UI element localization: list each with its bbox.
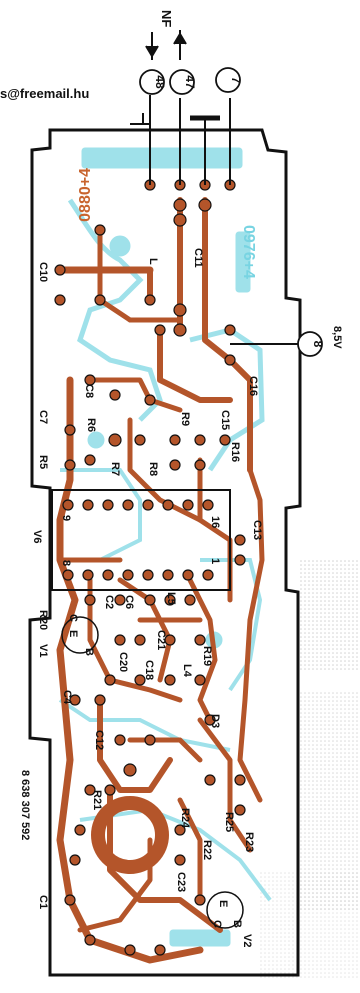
label-c11: C11 — [192, 248, 204, 268]
label-l5: L5 — [165, 592, 177, 605]
label-r16: R16 — [229, 442, 241, 462]
label-r8: R8 — [147, 462, 159, 476]
label-l: L — [147, 258, 159, 265]
transistor-v1-b: B — [83, 648, 95, 656]
label-r23: R23 — [243, 832, 255, 852]
transistor-v2-b: B — [231, 920, 243, 928]
label-c15: C15 — [219, 410, 231, 430]
wires — [130, 30, 298, 345]
label-r6: R6 — [85, 418, 97, 432]
connector-47 — [169, 69, 195, 95]
connector-8 — [297, 331, 323, 357]
label-r25: R25 — [223, 812, 235, 832]
silkscreen-layer — [58, 147, 272, 947]
label-c12: C12 — [93, 730, 105, 750]
label-c16: C16 — [247, 376, 259, 396]
connector-circles — [139, 67, 323, 357]
connector-8-label: 8 — [311, 341, 325, 348]
ic-pin-1: 1 — [209, 558, 221, 564]
email-fragment: s@freemail.hu — [0, 86, 89, 101]
ic-pin-16: 16 — [209, 516, 221, 528]
ic-pin-8: 8 — [60, 560, 72, 566]
connector-7 — [215, 67, 241, 93]
label-c6: C6 — [123, 595, 135, 609]
transistor-v1-c: C — [67, 614, 79, 622]
connector-47-label: 47 — [183, 75, 197, 89]
ic-v6-outline — [51, 489, 231, 591]
cyan-board-code: 0976+4 — [240, 225, 257, 279]
red-board-code: 0880+4 — [77, 168, 94, 222]
label-r20: R20 — [37, 610, 49, 630]
label-v6: V6 — [31, 530, 43, 543]
voltage-label: 8,5V — [331, 326, 343, 349]
label-d3: D3 — [209, 714, 221, 728]
component-labels: C10 L C11 C16 C8 C15 R9 R16 R6 C7 R5 R7 … — [31, 248, 263, 947]
label-r7: R7 — [109, 462, 121, 476]
label-c1: C1 — [37, 895, 49, 909]
label-c8: C8 — [83, 384, 95, 398]
transistor-v2-c: C — [211, 920, 223, 928]
label-c21: C21 — [155, 630, 167, 650]
connector-48 — [139, 69, 165, 95]
label-c13: C13 — [251, 520, 263, 540]
label-r5: R5 — [37, 455, 49, 469]
transistor-v1-e: E — [67, 630, 79, 637]
connector-7-label: 7 — [229, 77, 243, 84]
label-r21: R21 — [91, 790, 103, 810]
label-c4: C4 — [61, 690, 73, 705]
label-c10: C10 — [37, 262, 49, 282]
component-pads — [54, 179, 246, 956]
label-r22: R22 — [201, 840, 213, 860]
label-c18: C18 — [143, 660, 155, 680]
ic-pads — [62, 499, 214, 581]
label-c20: C20 — [117, 652, 129, 672]
ic-pin-9: 9 — [60, 515, 72, 521]
transistor-v2-e: E — [217, 900, 229, 907]
label-c23: C23 — [175, 872, 187, 892]
label-c2: C2 — [103, 595, 115, 609]
label-r19: R19 — [201, 646, 213, 666]
part-number: 8 638 307 592 — [19, 770, 31, 840]
label-v2: V2 — [241, 934, 253, 947]
label-r24: R24 — [179, 808, 191, 829]
board-outline — [28, 128, 302, 977]
label-v1: V1 — [37, 644, 49, 657]
nf-label: NF — [159, 10, 174, 27]
label-l4: L4 — [181, 664, 193, 678]
label-c7: C7 — [37, 410, 49, 424]
connector-48-label: 48 — [153, 75, 167, 89]
transistor-outlines — [61, 616, 244, 929]
halftone-watermark — [260, 560, 360, 980]
label-r9: R9 — [179, 412, 191, 426]
